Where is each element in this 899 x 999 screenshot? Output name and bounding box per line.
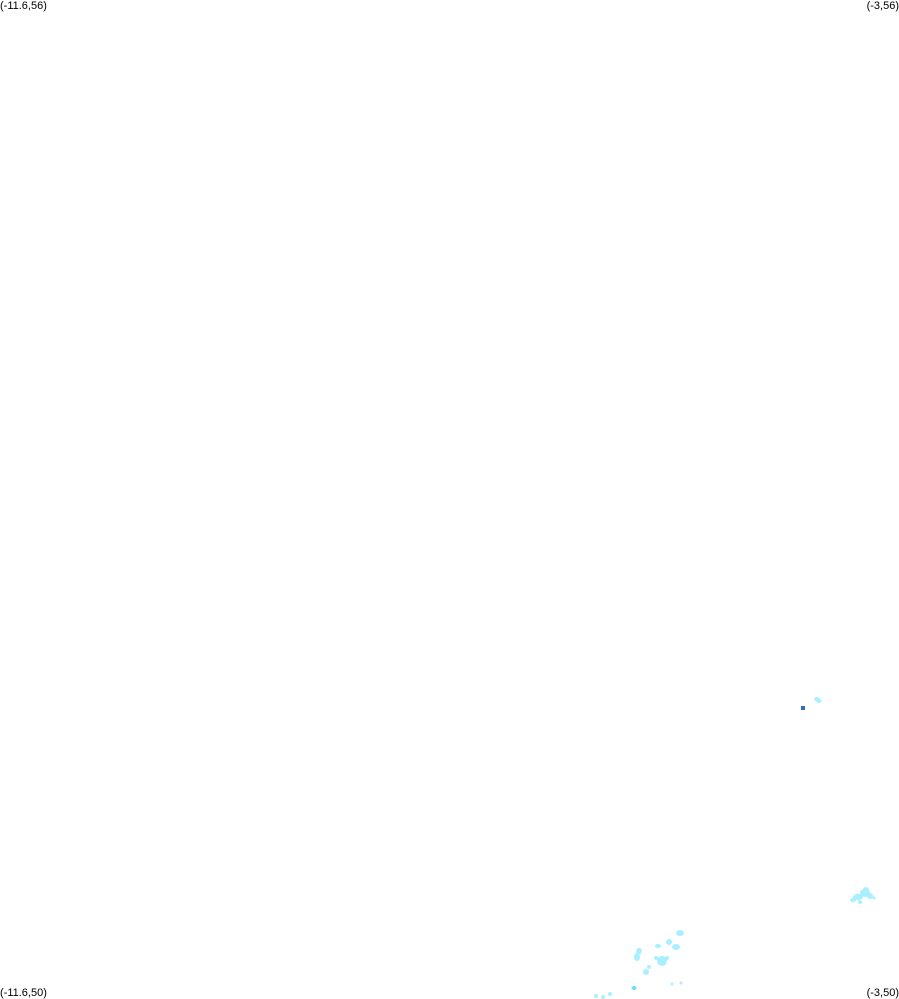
island-group-south — [594, 930, 684, 999]
island-group-east — [814, 697, 822, 703]
corner-label-top-right: (-3,56) — [866, 0, 899, 12]
island-group-southeast — [850, 887, 876, 904]
corner-label-bottom-left: (-11.6,50) — [0, 987, 47, 999]
island-group-south-accent — [631, 986, 637, 990]
corner-label-top-left: (-11.6,56) — [0, 0, 47, 12]
corner-label-bottom-right: (-3,50) — [866, 987, 899, 999]
location-marker — [801, 706, 805, 710]
